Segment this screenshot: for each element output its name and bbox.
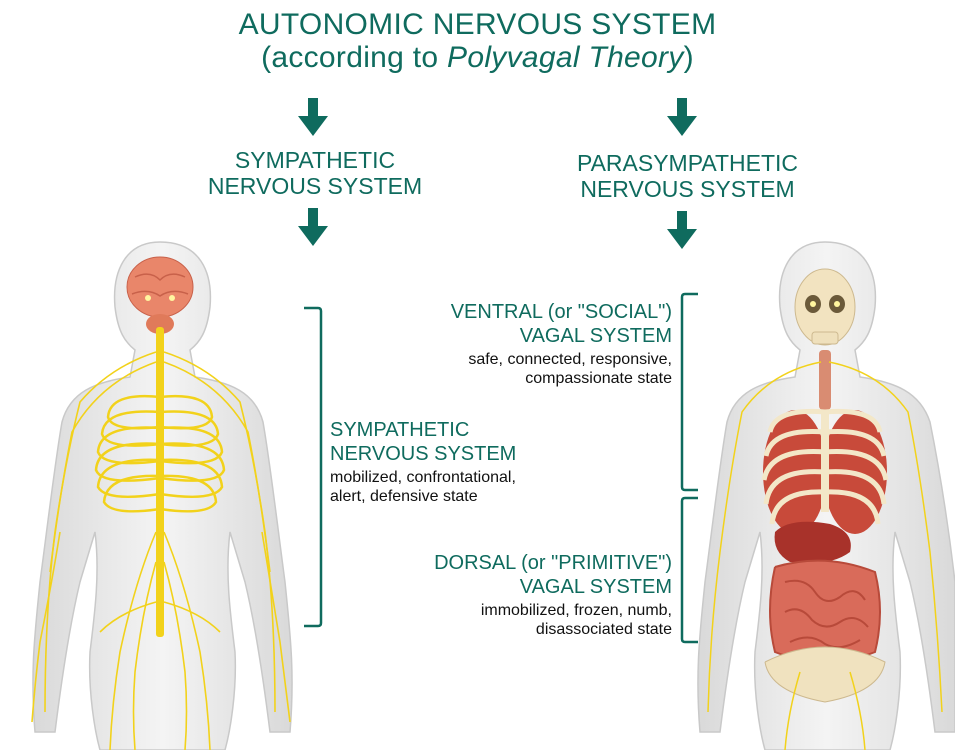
arrow-down-icon	[667, 98, 697, 136]
anatomy-figure	[680, 232, 955, 750]
ventral-bracket	[680, 292, 702, 492]
title-italic: Polyvagal Theory	[447, 41, 684, 74]
dorsal-bracket	[680, 496, 702, 644]
parasympathetic-branch-heading: PARASYMPATHETIC NERVOUS SYSTEM	[545, 150, 830, 202]
ventral-label: VENTRAL (or "SOCIAL") VAGAL SYSTEM safe,…	[380, 300, 672, 388]
arrow-down-icon	[298, 98, 328, 136]
sympathetic-bracket	[300, 306, 324, 628]
title-line-1: AUTONOMIC NERVOUS SYSTEM	[0, 8, 955, 41]
title-line-2: (according to Polyvagal Theory)	[0, 41, 955, 74]
sympathetic-branch-heading: SYMPATHETIC NERVOUS SYSTEM	[190, 147, 440, 199]
diagram-title: AUTONOMIC NERVOUS SYSTEM (according to P…	[0, 8, 955, 74]
dorsal-label: DORSAL (or "PRIMITIVE") VAGAL SYSTEM imm…	[380, 551, 672, 639]
nervous-system-figure	[0, 232, 325, 750]
sympathetic-label: SYMPATHETIC NERVOUS SYSTEM mobilized, co…	[330, 418, 590, 506]
